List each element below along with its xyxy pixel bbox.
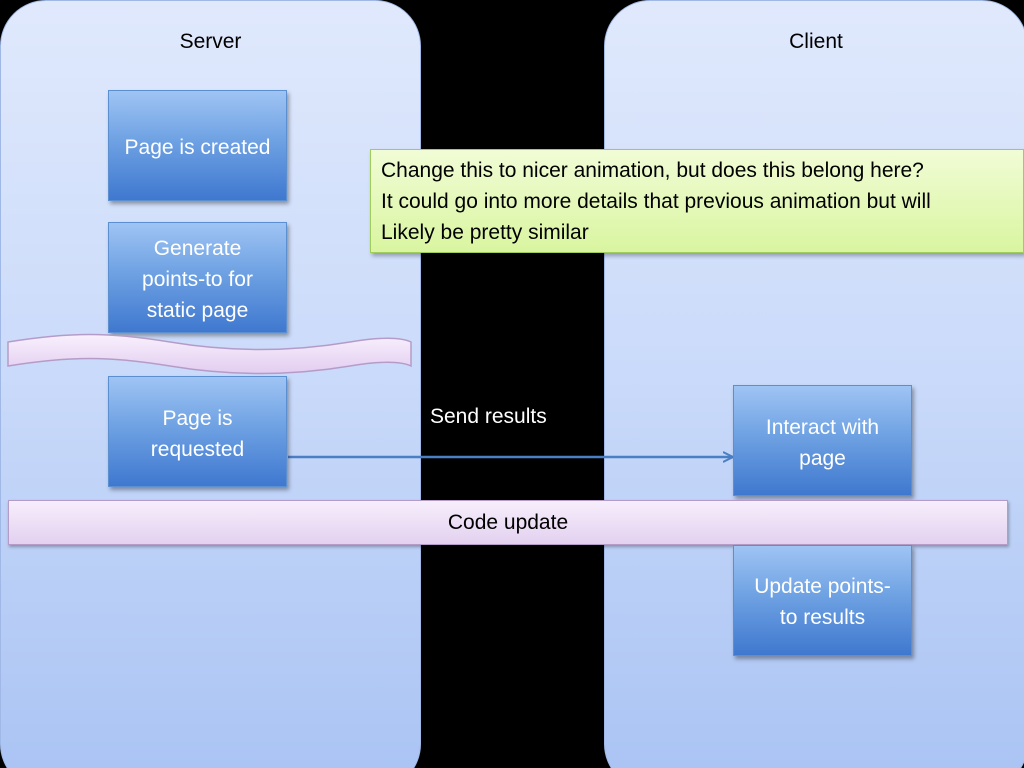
time-break-wave <box>7 333 412 375</box>
page-requested-box: Page is requested <box>108 376 287 487</box>
generate-label-line3: static page <box>146 299 249 322</box>
update-points-to-box: Update points- to results <box>733 545 912 656</box>
note-line2: It could go into more details that previ… <box>381 190 931 213</box>
generate-points-to-box: Generate points-to for static page <box>108 222 287 333</box>
server-lane-title: Server <box>179 30 242 53</box>
code-update-label: Code update <box>447 511 569 534</box>
sticky-note-comment: Change this to nicer animation, but does… <box>370 149 1024 253</box>
page-created-label: Page is created <box>124 136 271 159</box>
note-line1: Change this to nicer animation, but does… <box>381 159 924 182</box>
code-update-bar: Code update <box>8 500 1008 545</box>
update-label-line1: Update points- <box>754 575 891 598</box>
client-lane-title: Client <box>789 30 843 53</box>
page-created-box: Page is created <box>108 90 287 201</box>
send-results-label: Send results <box>430 405 547 428</box>
interact-label-line1: Interact with <box>765 416 880 439</box>
note-line3: Likely be pretty similar <box>381 221 589 244</box>
requested-label-line2: requested <box>150 438 245 461</box>
generate-label-line1: Generate <box>153 237 242 260</box>
requested-label-line1: Page is <box>162 407 233 430</box>
interact-label-line2: page <box>799 447 846 470</box>
generate-label-line2: points-to for <box>142 268 253 291</box>
interact-with-page-box: Interact with page <box>733 385 912 496</box>
update-label-line2: to results <box>779 606 866 629</box>
